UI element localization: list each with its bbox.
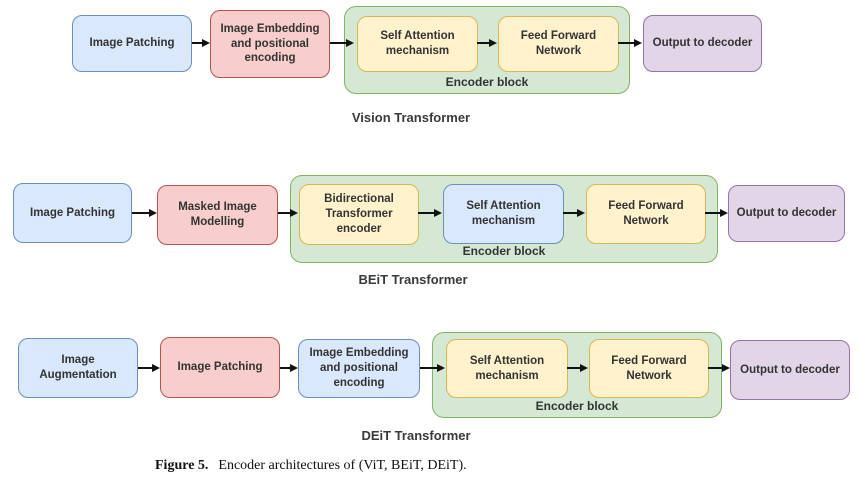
deit-output-box: Output to decoder — [730, 340, 850, 400]
deit-image-augmentation-box: Image Augmentation — [18, 338, 138, 398]
beit-encoder-block: Bidirectional Transformer encoder Self A… — [290, 175, 718, 263]
flow-arrow — [192, 39, 210, 47]
flow-arrow — [278, 209, 298, 217]
beit-output-box: Output to decoder — [728, 185, 845, 242]
deit-encoder-block-label: Encoder block — [535, 399, 619, 413]
flow-arrow — [563, 209, 585, 217]
deit-caption: DEiT Transformer — [361, 428, 471, 443]
beit-masked-image-modelling-box: Masked Image Modelling — [157, 185, 278, 245]
beit-image-patching-box: Image Patching — [13, 183, 132, 243]
flow-arrow — [280, 364, 298, 372]
flow-arrow — [330, 39, 354, 47]
vit-caption: Vision Transformer — [351, 110, 471, 125]
vit-encoder-block: Self Attention mechanism Feed Forward Ne… — [344, 6, 630, 94]
vit-image-patching-box: Image Patching — [72, 15, 192, 72]
beit-feed-forward-box: Feed Forward Network — [586, 184, 706, 244]
flow-arrow — [477, 39, 497, 47]
vit-encoder-block-label: Encoder block — [445, 75, 529, 89]
flow-arrow — [567, 364, 588, 372]
flow-arrow — [708, 364, 730, 372]
vit-output-box: Output to decoder — [643, 15, 762, 72]
flow-arrow — [418, 209, 442, 217]
figure-caption: Figure 5. Encoder architectures of (ViT, … — [155, 458, 467, 474]
vit-feed-forward-box: Feed Forward Network — [498, 16, 619, 72]
beit-encoder-block-label: Encoder block — [462, 244, 546, 258]
beit-bidirectional-encoder-box: Bidirectional Transformer encoder — [299, 184, 419, 245]
deit-encoder-block: Self Attention mechanism Feed Forward Ne… — [432, 332, 722, 418]
vit-self-attention-box: Self Attention mechanism — [357, 16, 478, 72]
deit-feed-forward-box: Feed Forward Network — [589, 339, 709, 398]
flow-arrow — [420, 364, 445, 372]
vit-image-embedding-box: Image Embedding and positional encoding — [210, 10, 330, 78]
figure-caption-label: Figure 5. — [155, 458, 209, 473]
figure-caption-text: Encoder architectures of (ViT, BEiT, DEi… — [218, 458, 467, 473]
flow-arrow — [705, 209, 728, 217]
deit-image-patching-box: Image Patching — [160, 337, 280, 398]
flow-arrow — [618, 39, 642, 47]
beit-self-attention-box: Self Attention mechanism — [443, 184, 564, 244]
deit-self-attention-box: Self Attention mechanism — [446, 339, 568, 398]
beit-caption: BEiT Transformer — [358, 272, 468, 287]
flow-arrow — [138, 364, 160, 372]
deit-image-embedding-box: Image Embedding and positional encoding — [298, 339, 420, 398]
flow-arrow — [132, 209, 157, 217]
